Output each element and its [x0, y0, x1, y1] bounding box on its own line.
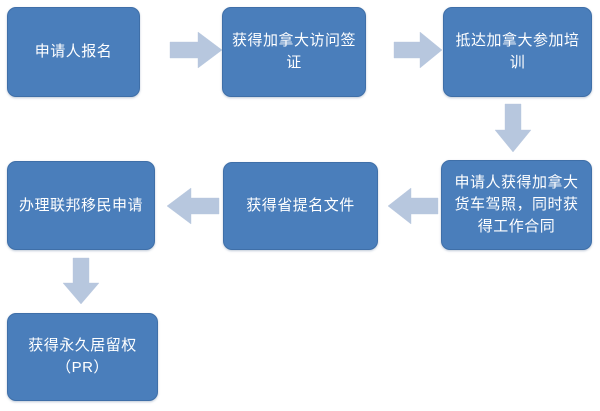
flow-arrow-left-2	[166, 187, 220, 225]
flow-node-arrive-canada-training[interactable]: 抵达加拿大参加培训	[443, 7, 592, 97]
flow-arrow-left-1	[387, 187, 439, 225]
flow-node-label: 办理联邦移民申请	[18, 196, 143, 214]
flow-node-label: 抵达加拿大参加培训	[455, 32, 580, 71]
flow-arrow-right-1	[169, 31, 223, 69]
flow-node-label: 获得永久居留权（PR）	[28, 337, 137, 376]
flow-arrow-down-2	[62, 257, 100, 305]
flow-node-label: 获得省提名文件	[246, 197, 355, 214]
flow-node-permanent-residency[interactable]: 获得永久居留权（PR）	[7, 313, 158, 401]
flow-arrow-right-2	[393, 31, 443, 69]
flow-node-label: 获得加拿大访问签证	[231, 32, 356, 71]
flow-node-label: 申请人报名	[34, 43, 113, 60]
flow-node-canada-visitor-visa[interactable]: 获得加拿大访问签证	[222, 7, 366, 97]
flow-node-provincial-nomination-document[interactable]: 获得省提名文件	[223, 162, 378, 250]
flow-node-federal-immigration-application[interactable]: 办理联邦移民申请	[7, 161, 155, 250]
flow-node-applicant-registration[interactable]: 申请人报名	[7, 7, 140, 97]
flow-arrow-down-1	[494, 103, 532, 153]
flow-node-truck-license-and-job-contract[interactable]: 申请人获得加拿大货车驾照，同时获得工作合同	[441, 160, 592, 250]
flow-node-label: 申请人获得加拿大货车驾照，同时获得工作合同	[454, 174, 579, 235]
